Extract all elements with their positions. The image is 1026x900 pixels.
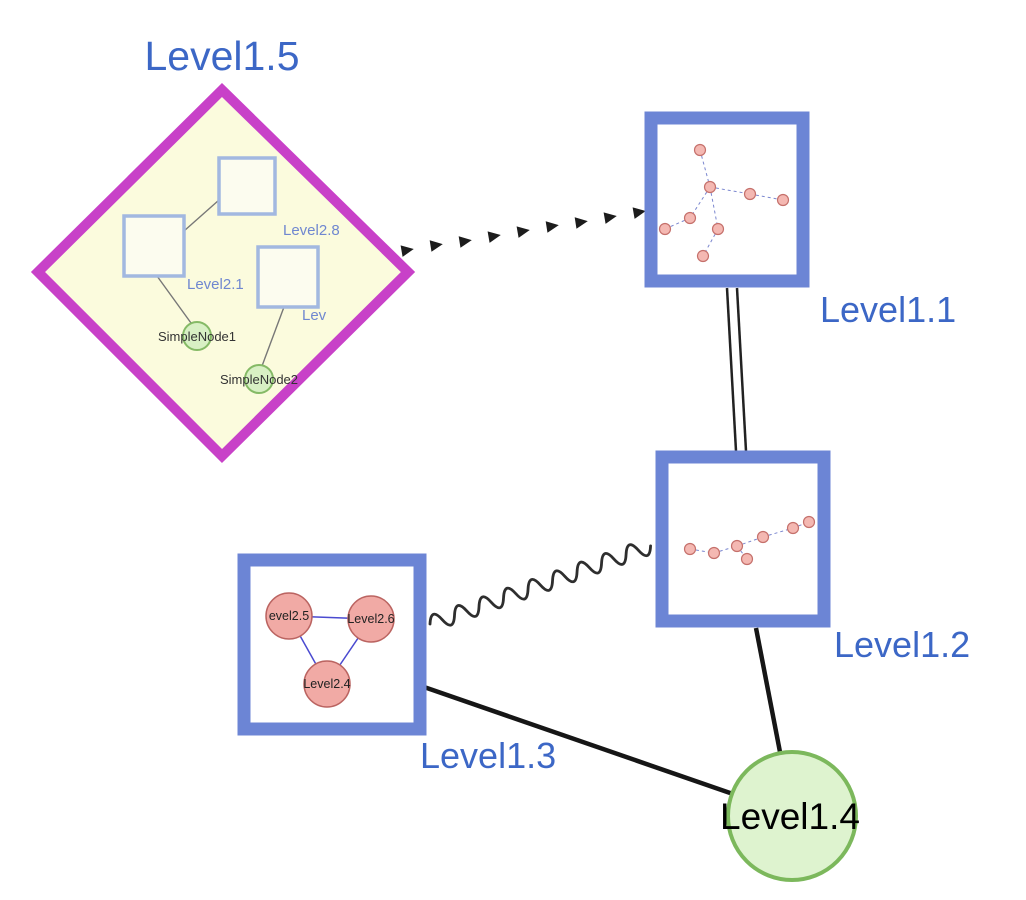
- mini-node[interactable]: [730, 539, 744, 553]
- child-node-lev[interactable]: [256, 245, 320, 309]
- edge-level1-2-to-level1-4[interactable]: [753, 627, 783, 753]
- edge-level1-1-to-level1-2[interactable]: [725, 287, 748, 452]
- label-level1-3: Level1.3: [420, 735, 556, 776]
- edge-line: [725, 287, 738, 452]
- label-level1-4: Level1.4: [720, 796, 860, 837]
- mini-node[interactable]: [740, 552, 754, 566]
- node-level1-4[interactable]: [726, 750, 858, 882]
- edge-lev-to-simplenode2[interactable]: [261, 306, 285, 367]
- mini-node[interactable]: [776, 193, 790, 207]
- mini-edge[interactable]: [709, 186, 751, 195]
- mini-node[interactable]: [711, 222, 725, 236]
- mini-node[interactable]: [786, 521, 800, 535]
- level1-2-inner-graph: [683, 515, 816, 566]
- label-simplenode1: SimpleNode1: [158, 329, 236, 344]
- child-node-level2-5[interactable]: [265, 592, 313, 640]
- label-level2-6: Level2.6: [347, 612, 394, 626]
- edge-level1-3-to-level1-4[interactable]: [423, 684, 734, 797]
- child-node-level2-6[interactable]: [347, 595, 395, 643]
- group-node-level1-2[interactable]: [655, 450, 831, 628]
- group-node-level1-5[interactable]: [30, 82, 416, 464]
- wavy-edge-path: [428, 543, 652, 627]
- mini-edge[interactable]: [699, 149, 711, 188]
- child-node-level2-8[interactable]: [217, 156, 277, 216]
- mini-node[interactable]: [703, 180, 717, 194]
- mini-edge[interactable]: [736, 536, 764, 547]
- label-lev: Lev: [302, 307, 327, 324]
- mini-edge[interactable]: [689, 186, 711, 219]
- edge-level1-5-to-level1-1[interactable]: [400, 207, 646, 257]
- node-simplenode1[interactable]: [182, 321, 212, 351]
- mini-node[interactable]: [658, 222, 672, 236]
- label-level2-4: Level2.4: [303, 677, 350, 691]
- label-level2-1: Level2.1: [187, 276, 244, 293]
- mini-node[interactable]: [696, 249, 710, 263]
- label-level1-1: Level1.1: [820, 289, 956, 330]
- edge-line: [735, 287, 748, 452]
- mini-node[interactable]: [693, 143, 707, 157]
- label-level1-5: Level1.5: [144, 33, 299, 79]
- child-node-level2-1[interactable]: [122, 214, 186, 278]
- edge-level1-3-to-level1-2[interactable]: [427, 538, 653, 631]
- level1-3-inner-graph: evel2.5 Level2.6 Level2.4: [265, 592, 395, 708]
- mini-node[interactable]: [707, 546, 721, 560]
- edge-level2-1-to-level2-8[interactable]: [183, 199, 220, 232]
- mini-node[interactable]: [683, 542, 697, 556]
- node-simplenode2[interactable]: [244, 364, 274, 394]
- label-level1-2: Level1.2: [834, 624, 970, 665]
- mini-node[interactable]: [683, 211, 697, 225]
- label-level2-5: evel2.5: [269, 609, 309, 623]
- edge-level2-1-to-simplenode1[interactable]: [156, 275, 192, 324]
- mini-node[interactable]: [802, 515, 816, 529]
- mini-node[interactable]: [743, 187, 757, 201]
- mini-edge[interactable]: [709, 186, 719, 230]
- child-node-level2-4[interactable]: [303, 660, 351, 708]
- mini-edge[interactable]: [664, 217, 691, 230]
- label-level2-8: Level2.8: [283, 222, 340, 239]
- mini-node[interactable]: [756, 530, 770, 544]
- level1-1-inner-graph: [658, 143, 790, 263]
- label-simplenode2: SimpleNode2: [220, 372, 298, 387]
